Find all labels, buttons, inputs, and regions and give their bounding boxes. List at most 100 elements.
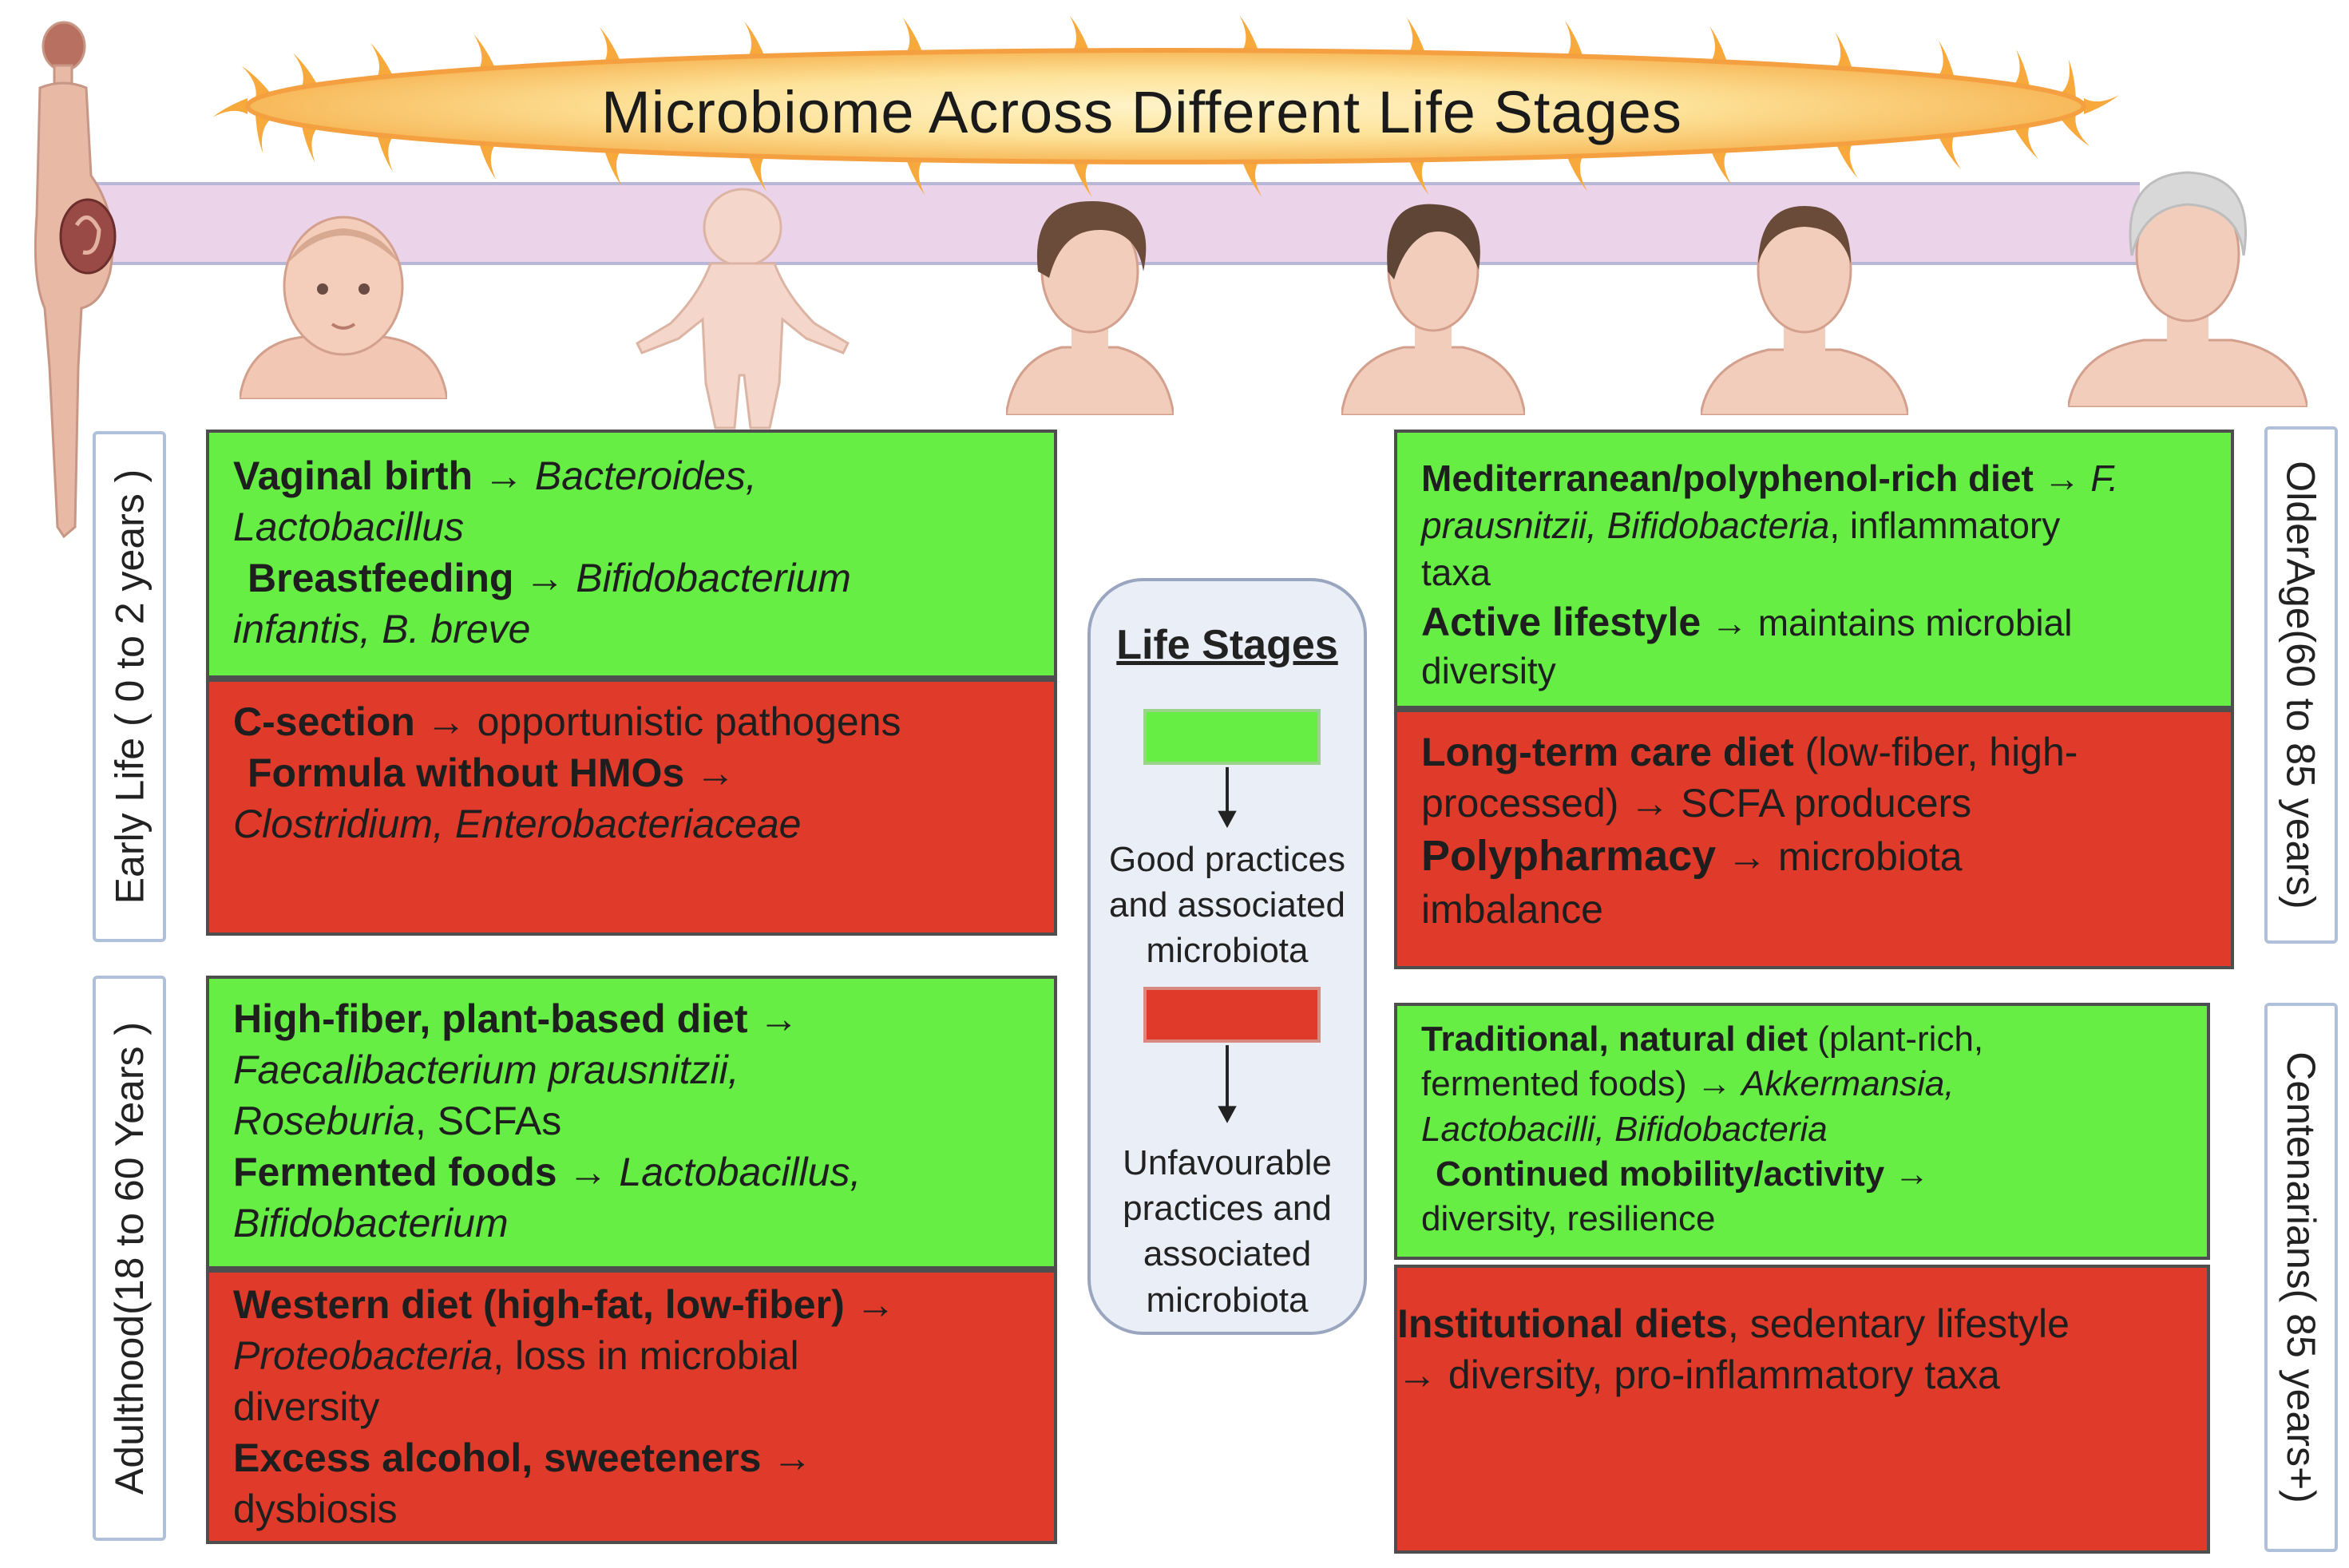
effect-text: diversity (233, 1384, 380, 1429)
microbe-text: Lactobacillus (233, 505, 465, 549)
effect-text: dysbiosis (233, 1487, 398, 1531)
legend-bad-swatch (1143, 987, 1321, 1043)
sun-ray (1711, 150, 1733, 186)
traditional-diet-label: Traditional, natural diet (1421, 1020, 1808, 1059)
older-age-good-box: Mediterranean/polyphenol-rich diet → F. … (1394, 430, 2234, 709)
sun-ray (292, 53, 318, 88)
microbe-text: Roseburia (233, 1099, 415, 1143)
side-label-adulthood-text: Adulthood(18 to 60 Years ) (107, 1021, 152, 1495)
c-section-label: C-section (233, 699, 415, 744)
side-label-centenarians-text: Centenarians( 85 years+) (2279, 1051, 2324, 1503)
microbe-text: F. (2090, 457, 2119, 499)
sun-ray (1938, 134, 1961, 170)
sun-ray (1242, 161, 1262, 197)
arrow-text: → (1884, 1154, 1930, 1194)
vaginal-birth-label: Vaginal birth (233, 453, 473, 498)
centenarians-good-box: Traditional, natural diet (plant-rich, f… (1394, 1003, 2210, 1260)
legend-arrow-down-icon (1218, 1045, 1237, 1123)
sun-ray (1835, 33, 1852, 69)
microbe-text: Lactobacillus, (619, 1150, 862, 1194)
microbe-text: prausnitzii, Bifidobacteria (1421, 504, 1830, 546)
sun-ray (473, 34, 496, 69)
sun-ray (1836, 143, 1858, 179)
legend-bad-text: Unfavourable practices and associated mi… (1091, 1140, 1364, 1323)
adulthood-bad-box: Western diet (high-fat, low-fiber) → Pro… (206, 1269, 1057, 1544)
effect-text: , inflammatory (1829, 504, 2061, 546)
arrow-text: → (557, 1150, 620, 1194)
legend-text-line: microbiota (1146, 931, 1309, 971)
sun-ray (1072, 161, 1092, 197)
effect-text: → microbiota (1716, 834, 1963, 879)
sun-ray (370, 42, 394, 78)
sun-ray (1938, 40, 1955, 78)
side-label-early-life: Early Life ( 0 to 2 years ) (93, 431, 166, 942)
sun-ray (2060, 58, 2076, 99)
microbe-text: Lactobacilli, Bifidobacteria (1421, 1109, 1828, 1149)
effect-text: (low-fiber, high- (1793, 730, 2078, 774)
continued-mobility-label: Continued mobility/activity (1436, 1154, 1885, 1194)
young-adult-figure (1341, 204, 1525, 415)
institutional-diets-label: Institutional diets (1397, 1301, 1728, 1346)
sun-ray (1406, 17, 1425, 53)
sun-ray (604, 150, 622, 187)
arrow-text: → (473, 453, 535, 498)
effect-text: processed) → SCFA producers (1421, 781, 1972, 826)
adulthood-good-box: High-fiber, plant-based diet → Faecaliba… (206, 976, 1057, 1269)
sun-ray (1408, 160, 1429, 196)
legend-text-line: practices and (1123, 1189, 1332, 1229)
legend-title: Life Stages (1116, 622, 1338, 668)
microbe-text: Faecalibacterium prausnitzii, (233, 1047, 739, 1092)
side-label-centenarians: Centenarians( 85 years+) (2264, 1003, 2338, 1552)
sun-rays (212, 15, 2119, 197)
elderly-figure (2068, 171, 2307, 407)
sun-ray (2060, 113, 2090, 147)
sun-ray (744, 21, 765, 57)
legend-text-line: Good practices (1109, 840, 1345, 879)
effect-text: , sedentary lifestyle (1727, 1301, 2070, 1346)
sun-ray (2084, 95, 2119, 114)
sun-ray (1564, 20, 1583, 57)
sun-ray (255, 113, 271, 154)
effect-text: , SCFAs (414, 1099, 562, 1143)
sun-ray (902, 17, 923, 53)
legend-text-line: Unfavourable (1123, 1143, 1332, 1182)
effect-text: → diversity, pro-inflammatory taxa (1397, 1352, 2000, 1397)
sun-ray (2014, 49, 2030, 88)
sun-ellipse (245, 48, 2086, 164)
legend-text-line: microbiota (1146, 1280, 1309, 1320)
adult-figure (1701, 206, 1908, 415)
microbe-text: Bacteroides, (534, 453, 757, 498)
side-label-adulthood: Adulthood(18 to 60 Years ) (93, 976, 166, 1541)
active-lifestyle-label: Active lifestyle (1421, 599, 1701, 644)
centenarians-bad-box: Institutional diets, sedentary lifestyle… (1394, 1265, 2210, 1554)
effect-text: → opportunistic pathogens (414, 699, 901, 744)
side-label-early-life-text: Early Life ( 0 to 2 years ) (107, 469, 152, 905)
legend-text-line: and associated (1109, 885, 1345, 925)
long-term-care-diet-label: Long-term care diet (1421, 730, 1794, 774)
fermented-foods-label: Fermented foods (233, 1150, 557, 1194)
toddler-figure (636, 188, 850, 430)
microbe-text: Bifidobacterium (233, 1201, 509, 1245)
side-label-older-age: OlderAge(60 to 85 years) (2264, 426, 2338, 944)
sun-ray (212, 98, 248, 117)
western-diet-label: Western diet (high-fat, low-fiber) (233, 1282, 845, 1327)
sun-ray (241, 65, 271, 99)
sun-ray (1239, 15, 1259, 51)
arrow-text: → (747, 996, 799, 1041)
older-age-bad-box: Long-term care diet (low-fiber, high- pr… (1394, 709, 2234, 969)
early-life-good-box: Vaginal birth → Bacteroides, Lactobacill… (206, 430, 1057, 679)
arrow-text: → (761, 1435, 813, 1480)
effect-text: (plant-rich, (1808, 1020, 1984, 1059)
legend-panel: Life Stages Good practices and associate… (1087, 578, 1367, 1335)
effect-text: , loss in microbial (493, 1333, 799, 1378)
sun-ray (1567, 156, 1587, 192)
sun-ray (599, 26, 620, 62)
sun-ray (479, 143, 497, 180)
legend-text-line: associated (1143, 1234, 1312, 1274)
newborn-figure (240, 216, 447, 399)
excess-alcohol-label: Excess alcohol, sweeteners (233, 1435, 762, 1480)
microbe-text: Clostridium, Enterobacteriaceae (233, 802, 802, 846)
sun-ray (2014, 125, 2039, 160)
page-title: Microbiome Across Different Life Stages (601, 78, 1682, 145)
sun-ray (1709, 26, 1728, 62)
